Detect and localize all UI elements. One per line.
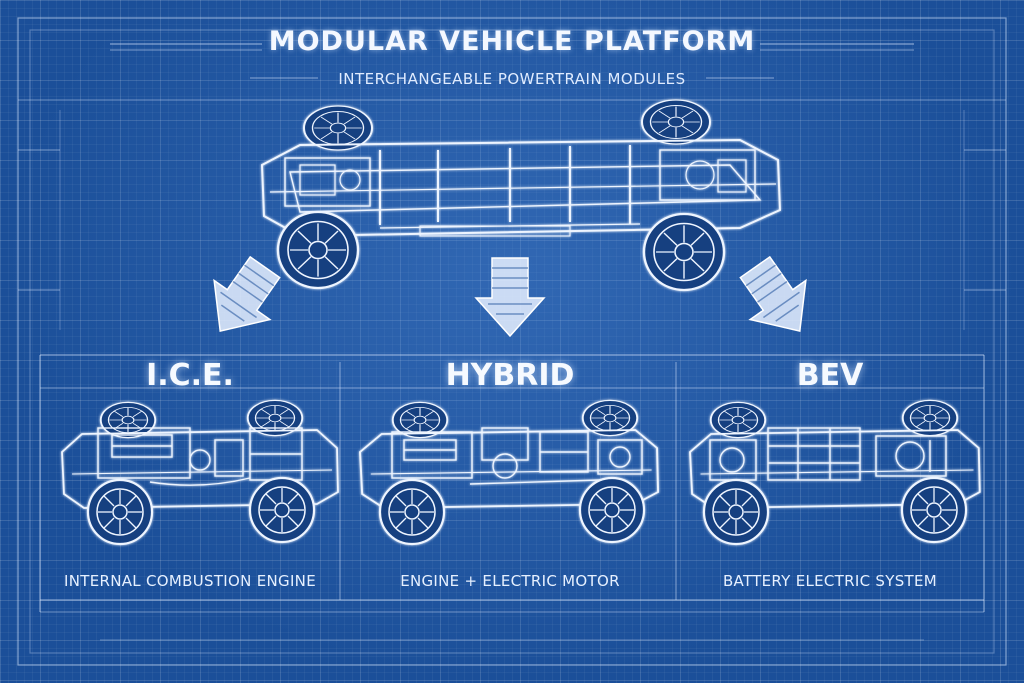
ice-chassis (61, 399, 339, 546)
module-caption-ice: INTERNAL COMBUSTION ENGINE (64, 572, 316, 590)
module-heading-bev: BEV (796, 358, 864, 393)
bev-chassis (689, 399, 981, 546)
module-heading-hybrid: HYBRID (445, 358, 575, 393)
module-caption-hybrid: ENGINE + ELECTRIC MOTOR (400, 572, 620, 590)
main-chassis (260, 98, 782, 292)
module-caption-bev: BATTERY ELECTRIC SYSTEM (722, 572, 938, 590)
hybrid-chassis (359, 399, 660, 546)
page-subtitle: INTERCHANGEABLE POWERTRAIN MODULES (338, 70, 686, 88)
module-heading-ice: I.C.E. (146, 358, 234, 393)
page-title: MODULAR VEHICLE PLATFORM (268, 26, 756, 57)
